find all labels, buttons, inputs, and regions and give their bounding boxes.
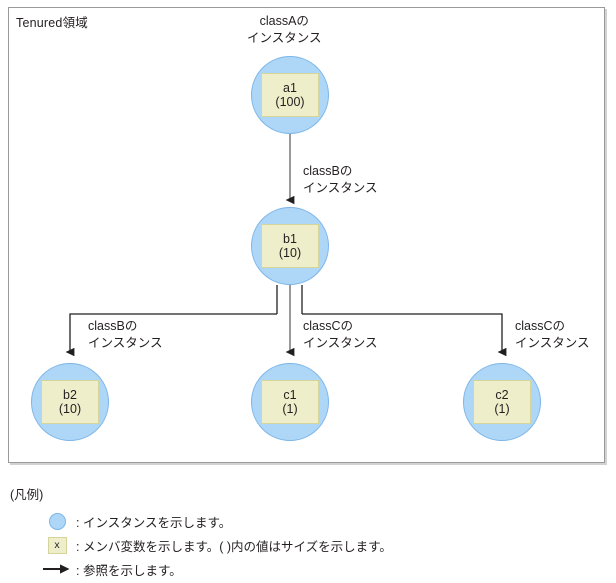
member-variable-box-b1: b1 (10) xyxy=(261,224,319,268)
instance-node-b1[interactable]: b1 (10) xyxy=(251,207,329,285)
instance-circle-icon xyxy=(42,512,72,530)
member-name: c2 xyxy=(495,387,509,402)
instance-node-c1[interactable]: c1 (1) xyxy=(251,363,329,441)
instance-node-c2[interactable]: c2 (1) xyxy=(463,363,541,441)
legend-item-text: : メンバ変数を示します。( )内の値はサイズを示します。 xyxy=(76,539,392,554)
label-classA-instance: classAの インスタンス xyxy=(247,13,322,47)
member-size: (1) xyxy=(494,402,510,416)
label-line-1: classBの xyxy=(88,319,138,333)
member-name: b2 xyxy=(63,387,77,402)
member-variable-box-a1: a1 (100) xyxy=(261,73,319,117)
reference-arrow-icon xyxy=(42,563,72,575)
label-line-2: インスタンス xyxy=(515,335,590,350)
member-name: a1 xyxy=(283,80,297,95)
legend-item-reference: : 参照を示します。 xyxy=(42,557,608,581)
member-name: c1 xyxy=(283,387,297,402)
label-line-2: インスタンス xyxy=(88,335,163,350)
member-name: b1 xyxy=(283,231,297,246)
legend-item-text: : 参照を示します。 xyxy=(76,563,182,578)
member-box-icon: x xyxy=(42,536,72,554)
legend-item-text: : インスタンスを示します。 xyxy=(76,515,232,530)
label-classC-instance-c2: classCの インスタンス xyxy=(515,318,590,352)
label-classB-instance-b2: classBの インスタンス xyxy=(88,318,163,352)
label-line-1: classAの xyxy=(259,14,309,28)
label-line-1: classCの xyxy=(515,319,566,333)
member-variable-box-c2: c2 (1) xyxy=(473,380,531,424)
label-line-1: classBの xyxy=(303,164,353,178)
member-size: (10) xyxy=(278,246,302,260)
legend-title: (凡例) xyxy=(10,488,44,502)
instance-node-a1[interactable]: a1 (100) xyxy=(251,56,329,134)
label-line-1: classCの xyxy=(303,319,354,333)
tenured-area-title: Tenured領域 xyxy=(16,16,88,30)
legend-item-instance: : インスタンスを示します。 xyxy=(42,509,608,533)
member-variable-box-c1: c1 (1) xyxy=(261,380,319,424)
member-size: (1) xyxy=(282,402,298,416)
legend: (凡例) : インスタンスを示します。 x : メンバ変数を示します。( )内の… xyxy=(8,484,608,581)
member-size: (100) xyxy=(275,95,305,109)
member-size: (10) xyxy=(58,402,82,416)
label-classB-instance-b1: classBの インスタンス xyxy=(303,163,378,197)
label-line-2: インスタンス xyxy=(247,30,322,45)
label-line-2: インスタンス xyxy=(303,335,378,350)
member-box-label: x xyxy=(47,536,67,554)
legend-item-member-variable: x : メンバ変数を示します。( )内の値はサイズを示します。 xyxy=(42,533,608,557)
member-variable-box-b2: b2 (10) xyxy=(41,380,99,424)
label-classC-instance-c1: classCの インスタンス xyxy=(303,318,378,352)
instance-node-b2[interactable]: b2 (10) xyxy=(31,363,109,441)
label-line-2: インスタンス xyxy=(303,180,378,195)
